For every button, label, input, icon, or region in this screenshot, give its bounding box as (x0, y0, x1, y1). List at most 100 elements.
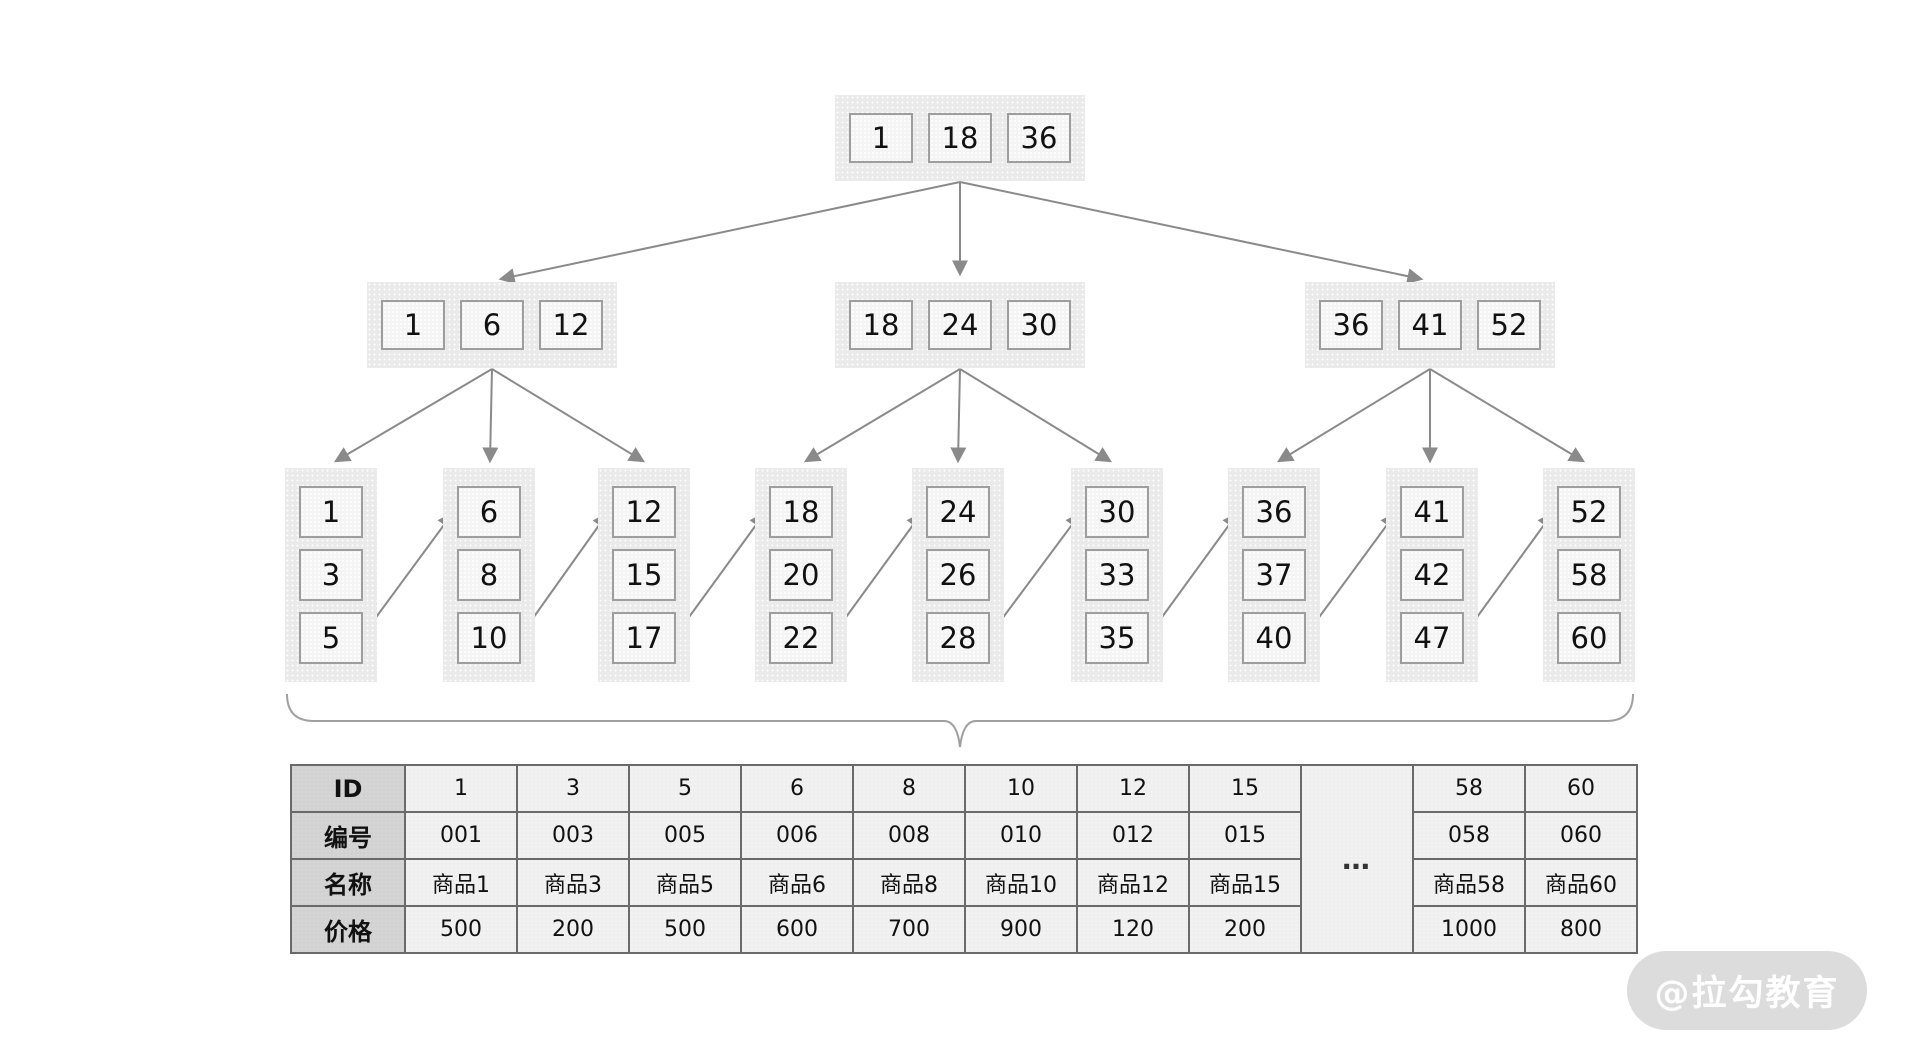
table-cell: 商品1 (404, 858, 518, 907)
key-box: 12 (539, 300, 603, 350)
table-cell: 500 (404, 905, 518, 954)
watermark-badge: @拉勾教育 (1627, 951, 1867, 1030)
key-box: 10 (457, 612, 521, 664)
key-box: 6 (460, 300, 524, 350)
table-cell: 120 (1076, 905, 1190, 954)
key-box: 30 (1085, 486, 1149, 538)
key-box: 58 (1557, 549, 1621, 601)
btree-internal-node-3: 36 41 52 (1305, 282, 1555, 368)
table-cell: 060 (1524, 811, 1638, 860)
row-header-cell: 名称 (290, 858, 406, 907)
key-box: 52 (1477, 300, 1541, 350)
key-box: 41 (1398, 300, 1462, 350)
key-box: 18 (849, 300, 913, 350)
table-cell: 005 (628, 811, 742, 860)
table-cell: 003 (516, 811, 630, 860)
key-box: 18 (769, 486, 833, 538)
table-cell: 010 (964, 811, 1078, 860)
table-cell: 500 (628, 905, 742, 954)
btree-leaf-node-9: 52 58 60 (1543, 468, 1635, 682)
table-cell: 6 (740, 764, 854, 813)
key-box: 35 (1085, 612, 1149, 664)
key-box: 30 (1007, 300, 1071, 350)
table-cell: 058 (1412, 811, 1526, 860)
table-cell: 商品8 (852, 858, 966, 907)
key-box: 8 (457, 549, 521, 601)
table-cell: 200 (516, 905, 630, 954)
row-header-cell: 编号 (290, 811, 406, 860)
watermark-text: @拉勾教育 (1654, 974, 1840, 1014)
key-box: 28 (926, 612, 990, 664)
key-box: 42 (1400, 549, 1464, 601)
key-box: 1 (849, 113, 913, 163)
table-cell: 58 (1412, 764, 1526, 813)
key-box: 6 (457, 486, 521, 538)
key-box: 1 (381, 300, 445, 350)
key-box: 60 (1557, 612, 1621, 664)
table-cell: 10 (964, 764, 1078, 813)
key-box: 36 (1007, 113, 1071, 163)
key-box: 22 (769, 612, 833, 664)
table-cell: 商品10 (964, 858, 1078, 907)
key-box: 18 (928, 113, 992, 163)
key-box: 24 (926, 486, 990, 538)
internal-child-arrows (333, 368, 1586, 464)
key-box: 15 (612, 549, 676, 601)
table-cell: 1 (404, 764, 518, 813)
table-cell: 200 (1188, 905, 1302, 954)
table-cell: 008 (852, 811, 966, 860)
table-cell: 15 (1188, 764, 1302, 813)
btree-root-node: 1 18 36 (835, 95, 1085, 181)
table-cell: 60 (1524, 764, 1638, 813)
table-cell: 600 (740, 905, 854, 954)
root-child-arrows (498, 181, 1424, 285)
table-cell: 商品6 (740, 858, 854, 907)
key-box: 47 (1400, 612, 1464, 664)
table-cell: 商品15 (1188, 858, 1302, 907)
table-cell: 3 (516, 764, 630, 813)
btree-leaf-node-3: 12 15 17 (598, 468, 690, 682)
key-box: 36 (1319, 300, 1383, 350)
table-cell: 015 (1188, 811, 1302, 860)
key-box: 5 (299, 612, 363, 664)
key-box: 12 (612, 486, 676, 538)
row-header-cell: 价格 (290, 905, 406, 954)
key-box: 17 (612, 612, 676, 664)
key-box: 20 (769, 549, 833, 601)
key-box: 33 (1085, 549, 1149, 601)
table-cell: 700 (852, 905, 966, 954)
table-cell: 8 (852, 764, 966, 813)
key-box: 40 (1242, 612, 1306, 664)
key-box: 1 (299, 486, 363, 538)
key-box: 37 (1242, 549, 1306, 601)
ellipsis-cell: … (1300, 764, 1414, 954)
group-brace (286, 693, 1634, 748)
table-cell: 商品60 (1524, 858, 1638, 907)
table-cell: 006 (740, 811, 854, 860)
table-cell: 1000 (1412, 905, 1526, 954)
btree-leaf-node-4: 18 20 22 (755, 468, 847, 682)
key-box: 52 (1557, 486, 1621, 538)
table-cell: 商品12 (1076, 858, 1190, 907)
btree-leaf-node-2: 6 8 10 (443, 468, 535, 682)
table-cell: 商品3 (516, 858, 630, 907)
table-cell: 012 (1076, 811, 1190, 860)
table-cell: 800 (1524, 905, 1638, 954)
btree-leaf-node-6: 30 33 35 (1071, 468, 1163, 682)
table-cell: 商品58 (1412, 858, 1526, 907)
row-header-cell: ID (290, 764, 406, 813)
table-cell: 001 (404, 811, 518, 860)
